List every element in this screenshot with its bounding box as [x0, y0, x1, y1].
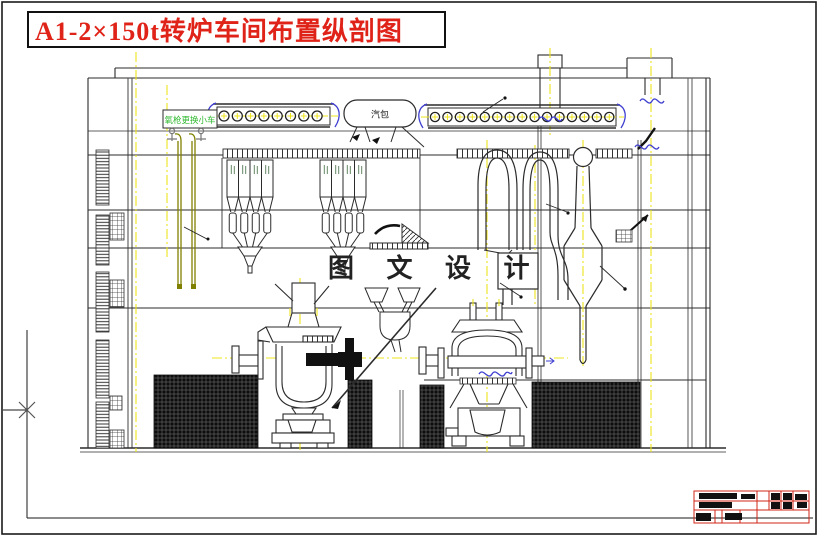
girder-end-bracket-icon [330, 102, 340, 128]
arrow-icon [332, 400, 341, 409]
break-squiggle-icon [634, 144, 660, 150]
trunnion-2 [418, 346, 555, 379]
title-block [693, 490, 810, 524]
break-symbols [478, 98, 665, 377]
stairs-annex [95, 149, 125, 449]
steam-drum: 汽包 [343, 99, 425, 148]
trolley-hook-icon [167, 127, 206, 141]
crane-hook-mark [615, 127, 656, 243]
steam-drum-label: 汽包 [371, 109, 389, 120]
lance-trolley-label: 氧枪更换小车 [162, 109, 218, 141]
drawing-title-text: A1-2×150t转炉车间布置纵剖图 [35, 17, 403, 46]
ladle-car-1 [271, 407, 335, 449]
break-squiggle-icon [538, 116, 563, 122]
scrap-ramp [369, 223, 430, 250]
crane-girder-right [418, 96, 626, 129]
redaction-bars [696, 493, 807, 521]
mixing-hopper-flask [331, 287, 437, 409]
girder-end-bracket-icon [418, 103, 428, 129]
drawing-title-box: A1-2×150t转炉车间布置纵剖图 [27, 11, 446, 48]
registration-cross-icon [18, 401, 36, 419]
ladle-car-2 [445, 407, 525, 447]
oxygen-lances [174, 133, 210, 289]
evaporative-cooler [563, 146, 627, 365]
charging-platform [222, 148, 633, 159]
break-squiggle-icon [639, 98, 665, 104]
girder-end-bracket-icon [616, 103, 626, 129]
gas-cooling-ducts [477, 149, 570, 305]
foundations [153, 374, 641, 449]
lance-trolley-text: 氧枪更换小车 [164, 115, 215, 125]
converter-2 [418, 299, 555, 447]
converter-1 [231, 282, 362, 449]
crane-girder-left [207, 102, 340, 128]
arrow-icon [352, 134, 380, 144]
charging-bunkers [226, 159, 367, 274]
break-squiggle-icon [478, 371, 513, 377]
trunnion-drive [231, 338, 362, 380]
